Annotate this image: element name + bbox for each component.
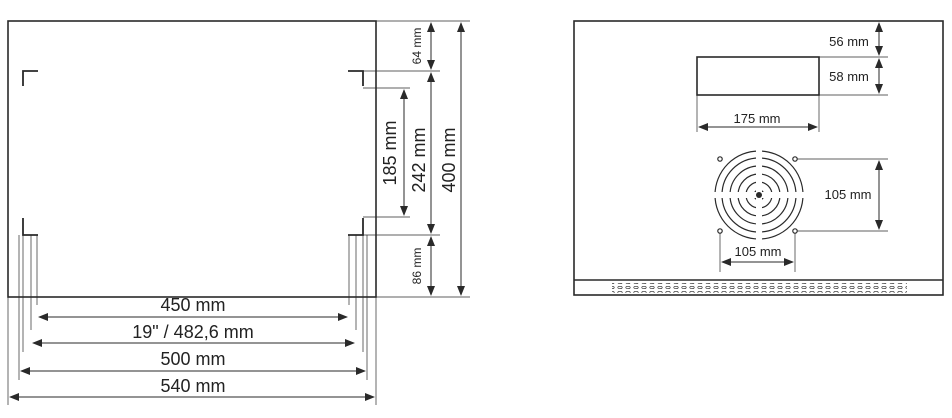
label-rack-width: 19" / 482,6 mm [132,322,253,342]
label-total-width: 540 mm [160,376,225,396]
label-fan-width: 105 mm [735,244,782,259]
label-cutout-offset: 56 mm [829,34,869,49]
side-cabinet-outline [573,20,944,296]
label-bottom-gap: 86 mm [410,248,424,285]
height-extension-lines [363,20,470,298]
label-cutout-width: 175 mm [734,111,781,126]
mounting-corner-brackets [22,70,364,236]
front-cabinet-outline [7,20,377,298]
label-outer-width: 500 mm [160,349,225,369]
label-top-gap: 64 mm [410,28,424,65]
label-cutout-height: 58 mm [829,69,869,84]
label-fan-height: 105 mm [825,187,872,202]
cable-cutout [696,56,820,96]
side-extension-lines [696,56,888,272]
ventilation-strip [612,283,907,293]
rail-extension-lines [7,235,377,405]
label-rail-spacing: 450 mm [160,295,225,315]
fan-grille [714,150,804,240]
label-inner-height: 242 mm [409,127,429,192]
label-mount-height: 185 mm [380,120,400,185]
side-view [573,20,944,296]
front-view [7,20,470,405]
label-total-height: 400 mm [439,127,459,192]
